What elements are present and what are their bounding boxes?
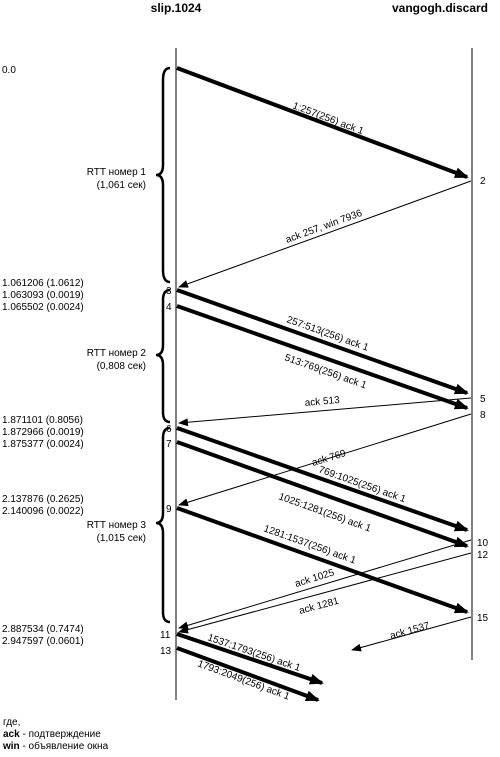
arrow-label: 1025:1281(256) ack 1 <box>277 491 373 534</box>
time-label: 2.140096 (0.0022) <box>2 506 84 517</box>
time-label: 1.061206 (1.0612) <box>2 278 84 289</box>
rtt-brace-2 <box>155 288 171 424</box>
data-arrow-11 <box>176 632 324 685</box>
time-label: 1.871101 (0.8056) <box>2 415 83 426</box>
arrow-label: ack 1281 <box>298 596 340 617</box>
time-label: 2.947597 (0.0601) <box>2 636 84 647</box>
rtt-value: (1,061 сек) <box>97 180 146 191</box>
time-column: 0.0 1.061206 (1.0612) 1.063093 (0.0019) … <box>2 65 84 647</box>
arrow-label: 769:1025(256) ack 1 <box>317 464 408 505</box>
right-host-label: vangogh.discard <box>392 1 488 15</box>
left-host-label: slip.1024 <box>151 1 202 15</box>
rtt-value: (0,808 сек) <box>97 361 146 372</box>
rtt-brace-3 <box>155 426 171 624</box>
segment-number: 12 <box>477 550 489 561</box>
time-label: 1.875377 (0.0024) <box>2 439 84 450</box>
segment-number: 10 <box>477 538 489 549</box>
segment-number: 5 <box>480 394 486 405</box>
segment-number: 3 <box>166 286 172 297</box>
legend: где, ack - подтверждение win - объявлени… <box>3 717 108 753</box>
data-arrow-9 <box>176 506 469 614</box>
ack-arrow-15 <box>351 616 472 652</box>
arrow-label: 1:257(256) ack 1 <box>291 101 366 138</box>
arrow-label: ack 769 <box>311 448 348 469</box>
data-arrow-3 <box>176 288 469 395</box>
arrow-label: ack 1537 <box>389 620 431 642</box>
data-arrow-1 <box>176 66 469 179</box>
time-label: 1.872966 (0.0019) <box>2 427 84 438</box>
segment-number: 4 <box>166 302 172 313</box>
segment-number: 11 <box>160 630 171 641</box>
time-label: 2.137876 (0.2625) <box>2 494 84 505</box>
arrow-label: ack 513 <box>304 395 340 409</box>
time-label: 2.887534 (0.7474) <box>2 624 84 635</box>
rtt-braces <box>155 66 171 624</box>
rtt-value: (1,015 сек) <box>97 533 146 544</box>
segment-number: 6 <box>166 424 172 435</box>
time-label: 1.065502 (0.0024) <box>2 302 84 313</box>
data-arrow-13 <box>176 646 320 702</box>
data-arrow-4 <box>176 304 469 410</box>
segment-number: 8 <box>480 410 486 421</box>
rtt-labels: RTT номер 1 (1,061 сек) RTT номер 2 (0,8… <box>87 167 147 544</box>
ack-arrow-12 <box>178 552 472 634</box>
ack-arrow-5 <box>178 397 472 427</box>
legend-win: win - объявление окна <box>3 741 108 753</box>
legend-win-desc: - объявление окна <box>19 741 109 752</box>
rtt-title: RTT номер 2 <box>87 348 147 359</box>
arrow-label: ack 1025 <box>294 567 336 590</box>
legend-ack-desc: - подтверждение <box>19 729 101 740</box>
segment-numbers-left: 3 4 6 7 9 11 13 <box>160 286 172 657</box>
segment-number: 9 <box>166 504 172 515</box>
segment-number: 2 <box>480 176 486 187</box>
rtt-title: RTT номер 3 <box>87 520 147 531</box>
segment-numbers-right: 2 5 8 10 12 15 <box>477 176 489 624</box>
legend-ack-term: ack <box>3 729 20 740</box>
ack-arrow-8 <box>178 413 472 507</box>
data-arrow-6 <box>176 426 469 532</box>
time-label: 0.0 <box>2 65 16 76</box>
legend-ack: ack - подтверждение <box>3 729 108 741</box>
arrow-label: ack 257, win 7936 <box>284 208 364 246</box>
data-segment-arrows <box>176 66 469 702</box>
rtt-title: RTT номер 1 <box>87 167 147 178</box>
segment-number: 13 <box>160 646 172 657</box>
legend-win-term: win <box>3 741 20 752</box>
ack-arrow-2 <box>178 180 472 288</box>
segment-number: 15 <box>477 613 489 624</box>
ack-arrow-10 <box>178 539 472 630</box>
rtt-brace-1 <box>155 66 171 284</box>
legend-where: где, <box>3 717 21 728</box>
time-label: 1.063093 (0.0019) <box>2 290 84 301</box>
ack-segment-arrows <box>178 180 472 652</box>
data-arrow-7 <box>176 440 469 548</box>
segment-number: 7 <box>166 439 172 450</box>
